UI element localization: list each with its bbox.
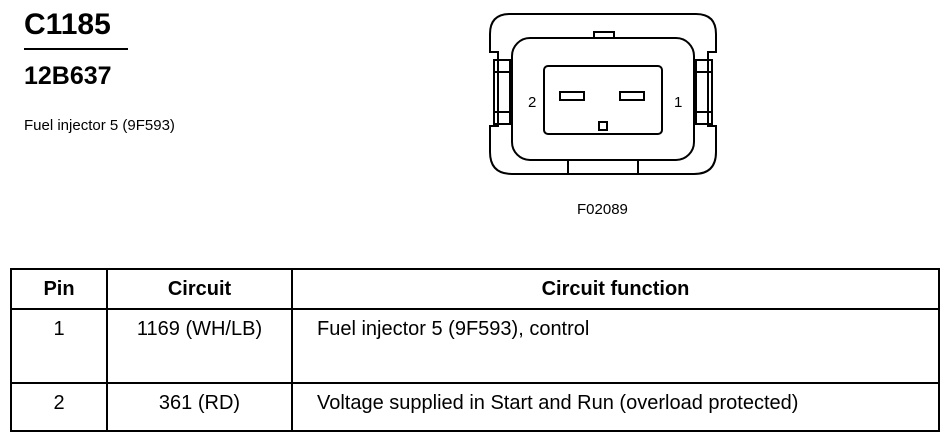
connector-housing [489,13,717,175]
connector-face-diagram: 2 1 [489,13,717,175]
right-rib [695,59,713,125]
pin-1-terminal [619,91,645,101]
table-row: 2 361 (RD) Voltage supplied in Start and… [10,382,940,432]
table-header-row: Pin Circuit Circuit function [10,268,940,310]
pin-2-terminal [559,91,585,101]
row-1-circuit: 1169 (WH/LB) [106,308,293,384]
row-1-pin: 1 [10,308,108,384]
title-underline [24,48,128,50]
pin-1-label: 1 [674,94,682,111]
table-row: 1 1169 (WH/LB) Fuel injector 5 (9F593), … [10,308,940,384]
figure-number: F02089 [577,201,628,218]
row-2-pin: 2 [10,382,108,432]
row-2-function: Voltage supplied in Start and Run (overl… [291,382,940,432]
row-1-function: Fuel injector 5 (9F593), control [291,308,940,384]
connector-id: C1185 [24,8,111,41]
connector-description: Fuel injector 5 (9F593) [24,117,175,134]
pin-2-label: 2 [528,94,536,111]
connector-inner-face [511,37,695,161]
left-rib [493,59,511,125]
latch-tab [593,31,615,39]
header-pin: Pin [10,268,108,310]
part-number: 12B637 [24,62,112,90]
key-notch [598,121,608,131]
row-2-circuit: 361 (RD) [106,382,293,432]
pin-cavity [543,65,663,135]
header-circuit: Circuit [106,268,293,310]
pin-table: Pin Circuit Circuit function 1 1169 (WH/… [10,268,940,432]
header-circuit-function: Circuit function [291,268,940,310]
